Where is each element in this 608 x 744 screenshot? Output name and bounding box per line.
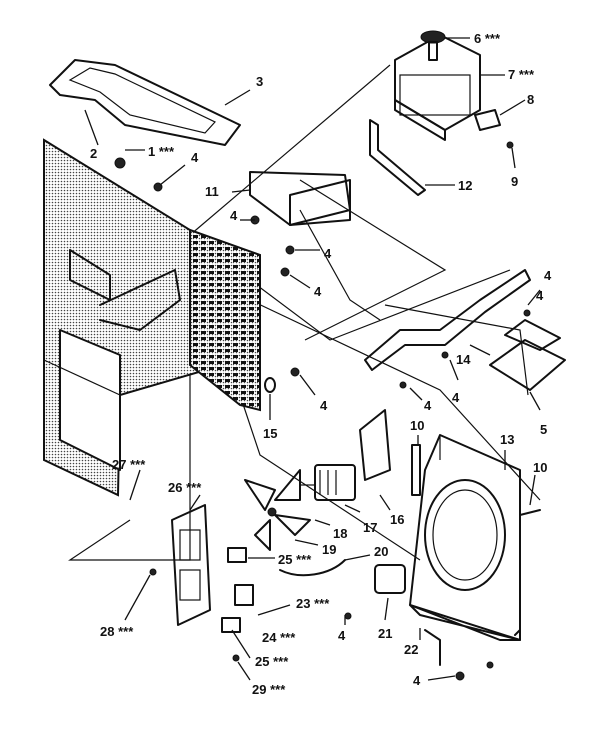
label-part-2: 2 [90, 146, 97, 161]
wire-part-20 [279, 559, 346, 577]
label-part-4: 4 [544, 268, 552, 283]
cabinet-side-panel [43, 138, 241, 497]
label-part-3: 3 [256, 74, 263, 89]
label-part-28: 28 *** [100, 624, 134, 639]
label-part-14: 14 [456, 352, 471, 367]
fan-motor-part-17 [300, 464, 356, 501]
switch-part-25-upper [227, 547, 247, 563]
back-panel [189, 228, 261, 412]
air-guide-part-11 [249, 171, 351, 226]
rod-part-10-left [411, 444, 421, 496]
fan-housing-part-13 [409, 434, 521, 641]
label-part-4: 4 [324, 246, 332, 261]
label-part-4: 4 [320, 398, 328, 413]
label-part-11: 11 [205, 184, 219, 199]
switch-bracket-part-26 [171, 504, 211, 626]
label-part-9: 9 [511, 174, 518, 189]
label-part-20: 20 [374, 544, 388, 559]
label-part-4: 4 [191, 150, 199, 165]
label-part-18: 18 [333, 526, 347, 541]
label-part-4: 4 [424, 398, 432, 413]
label-part-16: 16 [390, 512, 404, 527]
label-part-17: 17 [363, 520, 377, 535]
label-part-5: 5 [540, 422, 547, 437]
label-part-13: 13 [500, 432, 514, 447]
fan-blade-part-19 [244, 469, 311, 551]
base-bracket-part-22 [409, 604, 521, 666]
label-part-4: 4 [452, 390, 460, 405]
bracket-part-5 [489, 319, 566, 391]
label-part-25: 25 *** [255, 654, 289, 669]
label-part-29: 29 *** [252, 682, 286, 697]
rail-part-12 [369, 119, 426, 196]
label-part-1: 1 *** [148, 144, 175, 159]
label-part-4: 4 [338, 628, 346, 643]
label-part-12: 12 [458, 178, 472, 193]
top-frame-part-3 [49, 59, 241, 146]
label-part-19: 19 [322, 542, 336, 557]
rod-part-10-right [514, 509, 541, 636]
part-labels: 1 *** 2 3 4 4 4 4 4 4 4 4 4 4 4 5 6 *** … [90, 31, 552, 697]
label-part-27: 27 *** [112, 457, 146, 472]
label-part-24: 24 *** [262, 630, 296, 645]
label-part-4: 4 [413, 673, 421, 688]
bracket-part-8 [474, 109, 501, 131]
motor-bracket-part-16 [359, 409, 391, 481]
label-part-4: 4 [314, 284, 322, 299]
rail-part-14 [364, 269, 531, 371]
label-part-15: 15 [263, 426, 277, 441]
label-part-23: 23 *** [296, 596, 330, 611]
label-part-21: 21 [378, 626, 392, 641]
label-part-26: 26 *** [168, 480, 202, 495]
leader-lines [84, 37, 541, 681]
label-part-7: 7 *** [508, 67, 535, 82]
label-part-10: 10 [410, 418, 424, 433]
switch-part-21 [374, 564, 406, 594]
label-part-4: 4 [536, 288, 544, 303]
switch-part-25-lower [221, 617, 241, 633]
label-part-6: 6 *** [474, 31, 501, 46]
label-part-8: 8 [527, 92, 534, 107]
label-part-4: 4 [230, 208, 238, 223]
label-part-22: 22 [404, 642, 418, 657]
label-part-10: 10 [533, 460, 547, 475]
label-part-25: 25 *** [278, 552, 312, 567]
magnetron-part-7 [394, 30, 481, 141]
switch-part-24 [234, 584, 254, 606]
